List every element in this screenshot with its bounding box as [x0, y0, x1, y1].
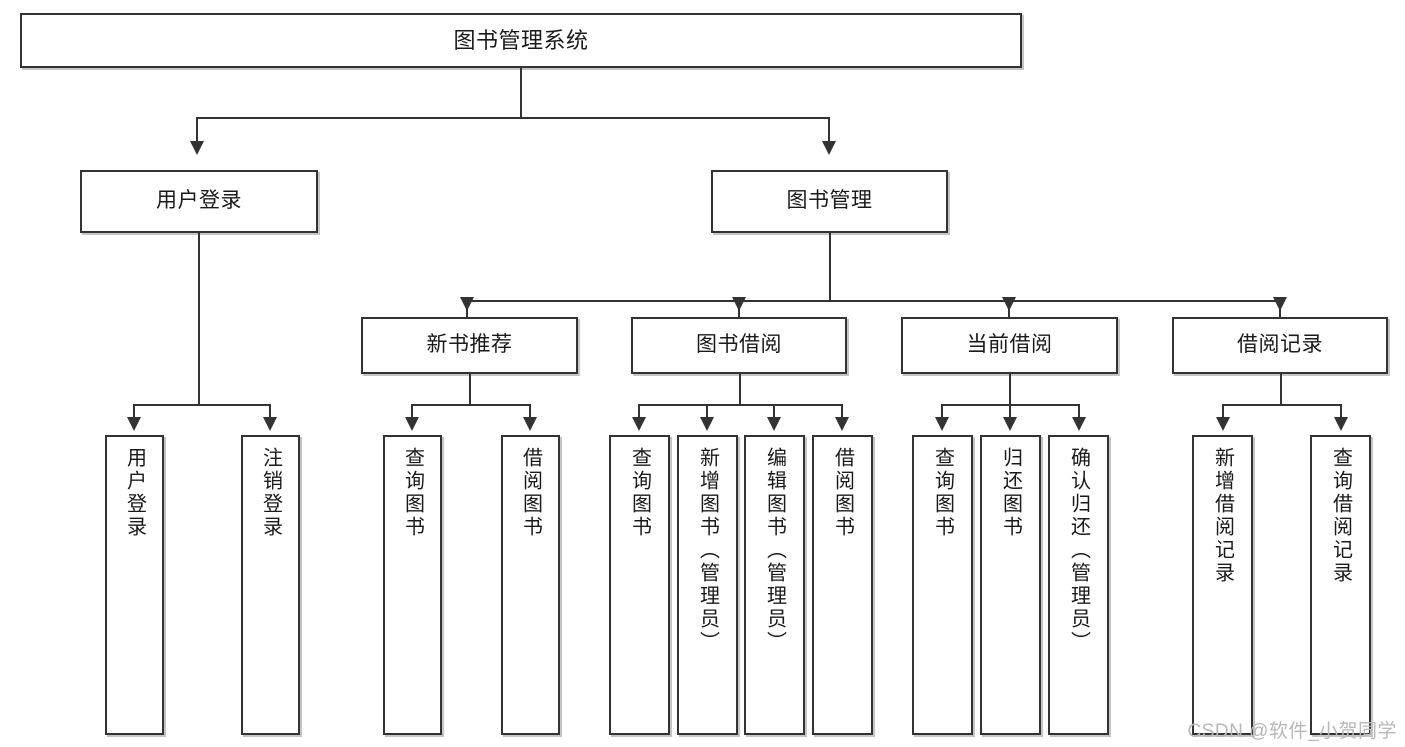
- arrowhead-leaf-query-book-2: [632, 417, 646, 431]
- leaf-node-query-record[interactable]: 查询借阅记录: [1310, 435, 1371, 735]
- connector-current-borrow-leaf-2: [1009, 404, 1011, 420]
- arrowhead-leaf-query-record: [1334, 417, 1348, 431]
- arrowhead-leaf-borrow-book-1: [523, 417, 537, 431]
- leaf-node-confirm-return[interactable]: 确认归还（管理员）: [1048, 435, 1109, 735]
- leaf-label: 确认归还（管理员）: [1067, 447, 1090, 654]
- leaf-node-add-book[interactable]: 新增图书（管理员）: [677, 435, 738, 735]
- leaf-label: 用户登录: [123, 447, 146, 539]
- node-new-book-recommend[interactable]: 新书推荐: [361, 317, 578, 374]
- arrowhead-book-borrow: [732, 297, 746, 311]
- connector-borrow-record-leaf-2: [1340, 404, 1342, 420]
- node-current-borrow[interactable]: 当前借阅: [901, 317, 1118, 374]
- node-label: 用户登录: [156, 189, 242, 213]
- connector-root-stem: [520, 68, 522, 118]
- connector-book-borrow-leaf-1: [638, 404, 640, 420]
- node-label: 当前借阅: [966, 333, 1053, 357]
- leaf-label: 借阅图书: [831, 447, 854, 539]
- node-user-login[interactable]: 用户登录: [80, 170, 318, 233]
- connector-root-to-book-management: [828, 117, 830, 144]
- leaf-node-borrow-book-2[interactable]: 借阅图书: [812, 435, 873, 735]
- leaf-label: 新增借阅记录: [1211, 447, 1234, 585]
- arrowhead-new-book-recommend: [460, 297, 474, 311]
- leaf-node-return-book[interactable]: 归还图书: [980, 435, 1041, 735]
- connector-current-borrow-stem: [1009, 374, 1011, 406]
- arrowhead-book-management: [822, 141, 836, 155]
- arrowhead-leaf-edit-book: [767, 417, 781, 431]
- node-book-management-system[interactable]: 图书管理系统: [20, 13, 1022, 68]
- arrowhead-leaf-borrow-book-2: [835, 417, 849, 431]
- leaf-node-user-logout[interactable]: 注销登录: [241, 435, 300, 735]
- connector-new-book-leaf-2: [529, 404, 531, 420]
- node-label: 图书管理系统: [453, 27, 589, 53]
- leaf-node-query-book-2[interactable]: 查询图书: [609, 435, 670, 735]
- leaf-node-query-book-1[interactable]: 查询图书: [383, 435, 442, 735]
- connector-book-borrow-leaf-4: [841, 404, 843, 420]
- connector-current-borrow-leaf-3: [1078, 404, 1080, 420]
- connector-book-borrow-leaf-2: [706, 404, 708, 420]
- connector-user-login-leaf-2: [269, 404, 271, 420]
- arrowhead-leaf-user-logout: [263, 417, 277, 431]
- node-book-borrow[interactable]: 图书借阅: [631, 317, 847, 374]
- connector-borrow-record-bar: [1222, 404, 1341, 406]
- leaf-label: 归还图书: [999, 447, 1022, 539]
- arrowhead-leaf-add-record: [1216, 417, 1230, 431]
- leaf-node-query-book-3[interactable]: 查询图书: [912, 435, 973, 735]
- csdn-watermark: CSDN @软件_小贺同学: [1187, 721, 1397, 742]
- node-label: 图书管理: [786, 189, 873, 213]
- connector-user-login-leaf-1: [133, 404, 135, 420]
- connector-borrow-record-stem: [1280, 374, 1282, 406]
- leaf-label: 新增图书（管理员）: [696, 447, 719, 654]
- node-label: 新书推荐: [426, 333, 513, 357]
- connector-book-borrow-stem: [739, 374, 741, 406]
- arrowhead-leaf-add-book: [700, 417, 714, 431]
- node-borrow-record[interactable]: 借阅记录: [1172, 317, 1388, 374]
- arrowhead-leaf-confirm-return: [1072, 417, 1086, 431]
- arrowhead-leaf-return-book: [1003, 417, 1017, 431]
- arrowhead-current-borrow: [1002, 297, 1016, 311]
- arrowhead-leaf-query-book-3: [935, 417, 949, 431]
- connector-user-login-stem: [198, 233, 200, 405]
- leaf-node-user-login[interactable]: 用户登录: [105, 435, 164, 735]
- connector-current-borrow-leaf-1: [941, 404, 943, 420]
- leaf-label: 借阅图书: [519, 447, 542, 539]
- node-label: 图书借阅: [696, 333, 782, 357]
- arrowhead-leaf-user-login: [127, 417, 141, 431]
- node-label: 借阅记录: [1237, 333, 1323, 357]
- connector-root-to-user-login: [196, 117, 198, 144]
- arrowhead-borrow-record: [1273, 297, 1287, 311]
- connector-book-borrow-bar: [638, 404, 843, 406]
- leaf-node-add-record[interactable]: 新增借阅记录: [1192, 435, 1253, 735]
- connector-borrow-record-leaf-1: [1222, 404, 1224, 420]
- leaf-label: 查询图书: [931, 447, 954, 539]
- connector-root-bar: [196, 117, 830, 119]
- arrowhead-leaf-query-book-1: [405, 417, 419, 431]
- leaf-node-borrow-book-1[interactable]: 借阅图书: [501, 435, 560, 735]
- leaf-label: 查询借阅记录: [1329, 447, 1352, 585]
- connector-book-management-stem: [829, 233, 831, 301]
- leaf-label: 编辑图书（管理员）: [763, 447, 786, 654]
- connector-book-management-bar: [466, 300, 1281, 302]
- leaf-label: 查询图书: [401, 447, 424, 539]
- node-book-management[interactable]: 图书管理: [711, 170, 948, 233]
- connector-new-book-leaf-1: [411, 404, 413, 420]
- leaf-node-edit-book[interactable]: 编辑图书（管理员）: [744, 435, 805, 735]
- arrowhead-user-login: [190, 141, 204, 155]
- connector-book-borrow-leaf-3: [773, 404, 775, 420]
- connector-new-book-stem: [469, 374, 471, 406]
- connector-new-book-bar: [411, 404, 530, 406]
- leaf-label: 注销登录: [259, 447, 282, 539]
- connector-user-login-bar: [133, 404, 270, 406]
- leaf-label: 查询图书: [628, 447, 651, 539]
